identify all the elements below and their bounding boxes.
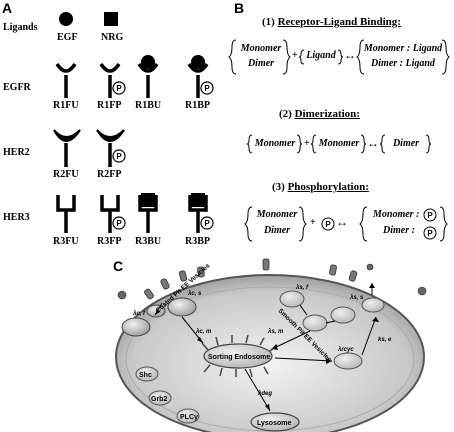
plc-icon: [176, 408, 200, 424]
eq2-monomer-1: Monomer: [254, 138, 296, 149]
egf-ligand-icon: [59, 12, 73, 26]
phospho-icon: [112, 81, 214, 230]
eq2-brackets: [246, 134, 432, 154]
eq2-number: (2): [279, 108, 292, 120]
eq3-rhs-dimer: Dimer :: [383, 225, 415, 236]
panel-a-label: A: [2, 0, 13, 16]
eq1-ligand: Ligand: [306, 50, 336, 61]
eq1-rhs-dimer-ligand: Dimer : Ligand: [371, 58, 435, 69]
eq1-lhs-dimer: Dimer: [247, 58, 275, 69]
r3fp-icon: [100, 195, 120, 233]
eq2-title: Dimerization:: [294, 108, 360, 120]
eq1-brackets: [228, 39, 450, 75]
eq1-plus: +: [292, 50, 298, 61]
eq1-rhs-monomer-ligand: Monomer : Ligand: [363, 43, 443, 54]
state-label-r1bp: R1BP: [185, 100, 210, 111]
eq1-number: (1): [262, 16, 275, 28]
r3bu-icon: [138, 193, 158, 233]
eq1-heading: (1) Receptor-Ligand Binding:: [262, 16, 401, 28]
row-label-her3: HER3: [3, 212, 30, 223]
recycling-vesicle-icon: [333, 352, 363, 370]
ligand-label-nrg: NRG: [101, 32, 124, 43]
sorting-endosome-icon: [201, 334, 278, 378]
panel-c-label: C: [113, 258, 124, 274]
eq2-arrow: ↔: [367, 136, 379, 150]
phospho-label: P: [325, 220, 331, 229]
state-label-r3fp: R3FP: [97, 236, 122, 247]
ligand-label-egf: EGF: [57, 32, 78, 43]
r2fp-icon: [96, 129, 125, 167]
state-label-r3bu: R3BU: [135, 236, 162, 247]
lambda-cm-label: λc, m: [195, 329, 212, 335]
lambda-deg-label: λdeg: [257, 391, 272, 397]
eq2-heading: (2) Dimerization:: [279, 108, 360, 120]
r3bp-icon: [188, 193, 208, 233]
lysosome-label: Lysosome: [257, 420, 291, 427]
eq1-lhs-monomer: Monomer: [240, 43, 282, 54]
lambda-recyc-label: λrcyc: [337, 347, 354, 353]
eq3-plus: +: [310, 217, 316, 228]
phospho-label: P: [427, 211, 433, 220]
eq3-arrow: ↔: [336, 215, 348, 229]
sorting-endosome-label: Sorting Endosome: [208, 354, 270, 361]
eq2-monomer-2: Monomer: [318, 138, 360, 149]
free-ligand-icon: [117, 263, 427, 300]
state-label-r1fp: R1FP: [97, 100, 122, 111]
r1fp-icon: [99, 62, 121, 98]
surface-receptor-icon: [144, 258, 358, 300]
eq1-title: Receptor-Ligand Binding:: [277, 16, 401, 28]
smooth-pit-vesicle-icon: [279, 290, 385, 332]
row-label-ligands: Ligands: [3, 22, 38, 33]
grb2-label: Grb2: [151, 396, 167, 403]
r1bp-icon: [187, 55, 209, 98]
state-label-r2fp: R2FP: [97, 169, 122, 180]
eq3-rhs-monomer: Monomer :: [373, 209, 420, 220]
state-label-r3fu: R3FU: [53, 236, 79, 247]
row-label-egfr: EGFR: [3, 82, 31, 93]
panel-b-label: B: [234, 0, 245, 16]
cell-diagram: Coated Pit EE Vesicles Smooth Pit EE Ves…: [115, 258, 427, 432]
shc-label: Shc: [139, 372, 152, 379]
eq3-brackets: P P P: [244, 206, 448, 242]
eq3-heading: (3) Phosphorylation:: [272, 181, 369, 193]
eq2-dimer: Dimer: [392, 138, 420, 149]
state-label-r2fu: R2FU: [53, 169, 79, 180]
eq3-lhs-dimer: Dimer: [263, 225, 291, 236]
lambda-cf-label: λc, f: [132, 311, 146, 317]
eq1-arrow: ↔: [344, 48, 356, 62]
k-se-label: ks, e: [378, 337, 392, 343]
plc-label: PLCγ: [180, 414, 198, 421]
phospho-label: P: [204, 219, 210, 228]
state-label-r1bu: R1BU: [135, 100, 162, 111]
r1bu-icon: [137, 55, 159, 98]
r3fu-icon: [56, 195, 76, 233]
coated-pit-vesicle-icon: [121, 297, 197, 337]
lambda-ss-label: λs, s: [349, 295, 364, 301]
eq3-number: (3): [272, 181, 285, 193]
state-label-r1fu: R1FU: [53, 100, 79, 111]
eq3-title: Phosphorylation:: [287, 181, 369, 193]
r2fu-icon: [53, 129, 81, 167]
eq2-plus: +: [304, 138, 310, 149]
row-label-her2: HER2: [3, 147, 30, 158]
phospho-label: P: [116, 219, 122, 228]
state-label-r3bp: R3BP: [185, 236, 210, 247]
phospho-label: P: [427, 229, 433, 238]
nrg-ligand-icon: [104, 12, 118, 26]
lambda-sf-label: λs, f: [295, 285, 309, 291]
lysosome-icon: [250, 412, 300, 432]
phospho-label: P: [204, 84, 210, 93]
phospho-label: P: [116, 84, 122, 93]
eq3-lhs-monomer: Monomer: [256, 209, 298, 220]
lambda-cs-label: λc, s: [187, 291, 202, 297]
lambda-sm-label: λs, m: [267, 329, 284, 335]
r1fu-icon: [55, 62, 77, 98]
phospho-label: P: [116, 152, 122, 161]
grb2-icon: [148, 390, 172, 406]
shc-icon: [135, 366, 159, 382]
receptor-diagram: P P P P P: [53, 12, 214, 233]
